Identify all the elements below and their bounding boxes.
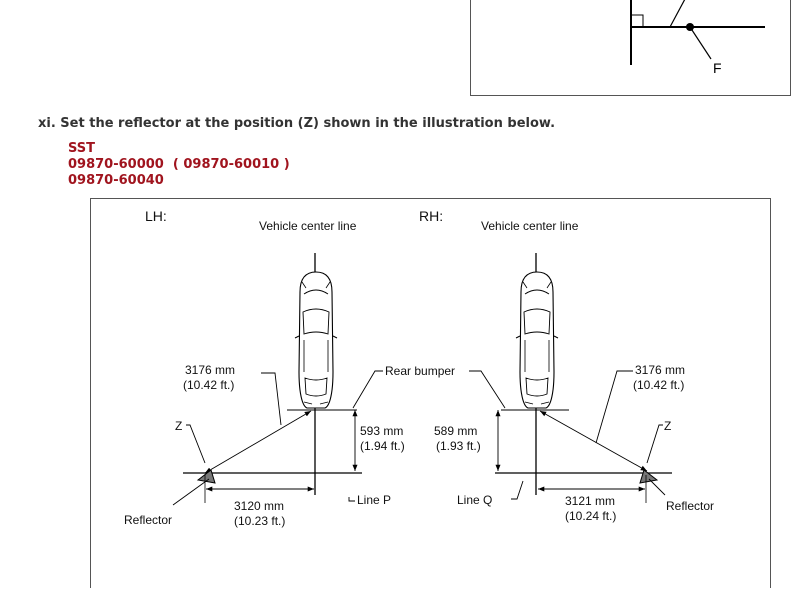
- rh-line-q-label: Line Q: [457, 493, 492, 507]
- reflector-position-illustration: LH: Vehicle center line 3176 mm (10.42 f…: [90, 198, 771, 588]
- label-f: F: [713, 60, 722, 76]
- lh-section: LH: Vehicle center line 3176 mm (10.42 f…: [124, 208, 405, 528]
- lh-reflector-label: Reflector: [124, 513, 172, 527]
- lh-vehicle-center-line-label: Vehicle center line: [259, 219, 357, 233]
- step-instruction: xi. Set the reflector at the position (Z…: [38, 116, 556, 131]
- sst-title: SST: [68, 141, 96, 156]
- lh-z-label: Z: [175, 419, 182, 433]
- lh-height-ft: (1.94 ft.): [360, 439, 405, 453]
- sst-block: SST 09870-60000 ( 09870-60010 ) 09870-60…: [68, 141, 290, 189]
- rh-width-ft: (10.24 ft.): [565, 509, 616, 523]
- rh-diagonal-dimension: [539, 410, 648, 472]
- rear-bumper-label: Rear bumper: [385, 364, 455, 378]
- sst-part-numbers-2: 09870-60040: [68, 173, 164, 188]
- rh-reflector-icon: [639, 469, 659, 484]
- lh-width-ft: (10.23 ft.): [234, 514, 285, 528]
- rh-z-label: Z: [664, 419, 671, 433]
- rh-section: RH: Vehicle center line 3176 mm (10.42 f…: [419, 208, 714, 523]
- rh-diag-mm: 3176 mm: [635, 363, 685, 377]
- rh-height-mm: 589 mm: [434, 424, 477, 438]
- reflector-diagram: LH: Vehicle center line 3176 mm (10.42 f…: [124, 208, 714, 528]
- lh-diag-ft: (10.42 ft.): [183, 378, 234, 392]
- lh-width-mm: 3120 mm: [234, 499, 284, 513]
- rh-diag-ft: (10.42 ft.): [633, 378, 684, 392]
- lh-height-mm: 593 mm: [360, 424, 403, 438]
- previous-illustration-drawing: F: [630, 0, 765, 76]
- rh-reflector-label: Reflector: [666, 499, 714, 513]
- lh-title: LH:: [145, 208, 167, 224]
- rh-width-mm: 3121 mm: [565, 494, 615, 508]
- lh-reflector-icon: [196, 469, 216, 484]
- rh-height-ft: (1.93 ft.): [436, 439, 481, 453]
- lh-vehicle: [294, 271, 338, 409]
- lh-diagonal-dimension: [204, 410, 312, 474]
- lh-line-p-label: Line P: [357, 493, 391, 507]
- sst-part-numbers-1: 09870-60000 ( 09870-60010 ): [68, 157, 290, 172]
- lh-diag-mm: 3176 mm: [185, 363, 235, 377]
- rh-vehicle-center-line-label: Vehicle center line: [481, 219, 579, 233]
- previous-illustration: F: [470, 0, 791, 96]
- rh-title: RH:: [419, 208, 443, 224]
- rh-vehicle: [515, 271, 559, 409]
